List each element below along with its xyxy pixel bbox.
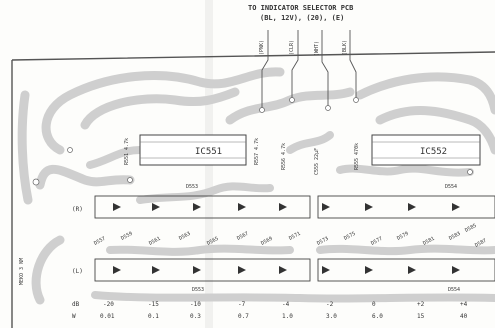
svg-text:D557: D557 <box>93 236 106 247</box>
ic552-label: IC552 <box>420 147 447 157</box>
scale-table: dB W -20 -15 -10 -7 -4 -2 0 +2 +4 0.01 0… <box>72 301 468 320</box>
row-label-r: (R) <box>72 206 83 213</box>
w-value: 0.3 <box>190 313 201 320</box>
svg-text:D579: D579 <box>396 231 409 242</box>
led-symbols <box>113 203 460 274</box>
component-label: R551 4.7k <box>124 138 130 165</box>
component-label: R556 4.7k <box>281 143 287 170</box>
svg-text:D567: D567 <box>236 231 249 242</box>
svg-text:D581: D581 <box>422 236 435 247</box>
db-value: 0 <box>372 301 376 308</box>
db-value: -10 <box>190 301 201 308</box>
svg-text:D587: D587 <box>474 238 487 249</box>
svg-text:D559: D559 <box>120 231 133 242</box>
wire-bundle <box>261 30 357 110</box>
header-subtitle: (BL, 12V), (20), (E) <box>260 14 344 22</box>
w-value: 0.01 <box>100 313 115 320</box>
copper-traces <box>17 67 495 305</box>
svg-text:D575: D575 <box>343 231 356 242</box>
row-label-l: (L) <box>72 268 83 275</box>
svg-text:D565: D565 <box>206 236 219 247</box>
scale-db-label: dB <box>72 301 80 308</box>
svg-text:D573: D573 <box>316 236 329 247</box>
wire-label-wht: (WHT) <box>314 41 320 56</box>
w-value: 15 <box>417 313 425 320</box>
w-value: 1.0 <box>282 313 293 320</box>
svg-text:D583: D583 <box>448 231 461 242</box>
scale-w-label: W <box>72 313 76 320</box>
component-label: C555 22µF <box>314 148 320 175</box>
w-value: 6.0 <box>372 313 383 320</box>
db-value: -7 <box>238 301 246 308</box>
pcb-outline <box>11 51 495 328</box>
wire-label-clr: (CLR) <box>289 40 295 55</box>
component-label: R557 4.7k <box>254 138 260 165</box>
w-value: 40 <box>460 313 468 320</box>
svg-text:D571: D571 <box>288 231 301 242</box>
component-label: R555 470k <box>354 143 360 170</box>
led-row-r <box>94 195 495 219</box>
w-value: 0.1 <box>148 313 159 320</box>
db-value: +2 <box>417 301 425 308</box>
bottom-ref-right: D554 <box>448 287 460 293</box>
resistor-labels: D557 D559 D561 D563 D565 D567 D569 D571 … <box>93 223 487 249</box>
wire-label-blk: (BLK) <box>342 40 348 55</box>
svg-text:D561: D561 <box>148 236 161 247</box>
ic551-label: IC551 <box>195 147 222 157</box>
wire-label-pnk: (PNK) <box>259 40 265 55</box>
led-row-l <box>94 258 495 282</box>
header-title: TO INDICATOR SELECTOR PCB <box>248 4 353 12</box>
ic552-package <box>371 134 481 166</box>
db-value: +4 <box>460 301 468 308</box>
svg-text:D569: D569 <box>260 236 273 247</box>
bottom-ref-left: D553 <box>192 287 204 293</box>
side-label: MEKO 3 NM <box>19 258 25 285</box>
db-value: -20 <box>103 301 114 308</box>
w-value: 0.7 <box>238 313 249 320</box>
w-value: 3.0 <box>326 313 337 320</box>
svg-text:D577: D577 <box>370 236 383 247</box>
db-value: -2 <box>326 301 334 308</box>
svg-text:D563: D563 <box>178 231 191 242</box>
db-value: -15 <box>148 301 159 308</box>
ic551-package <box>139 134 247 166</box>
ref-label-right: D554 <box>445 184 457 190</box>
svg-text:D585: D585 <box>464 223 477 234</box>
ref-label-left: D553 <box>186 184 198 190</box>
db-value: -4 <box>282 301 290 308</box>
solder-pads <box>32 97 473 186</box>
